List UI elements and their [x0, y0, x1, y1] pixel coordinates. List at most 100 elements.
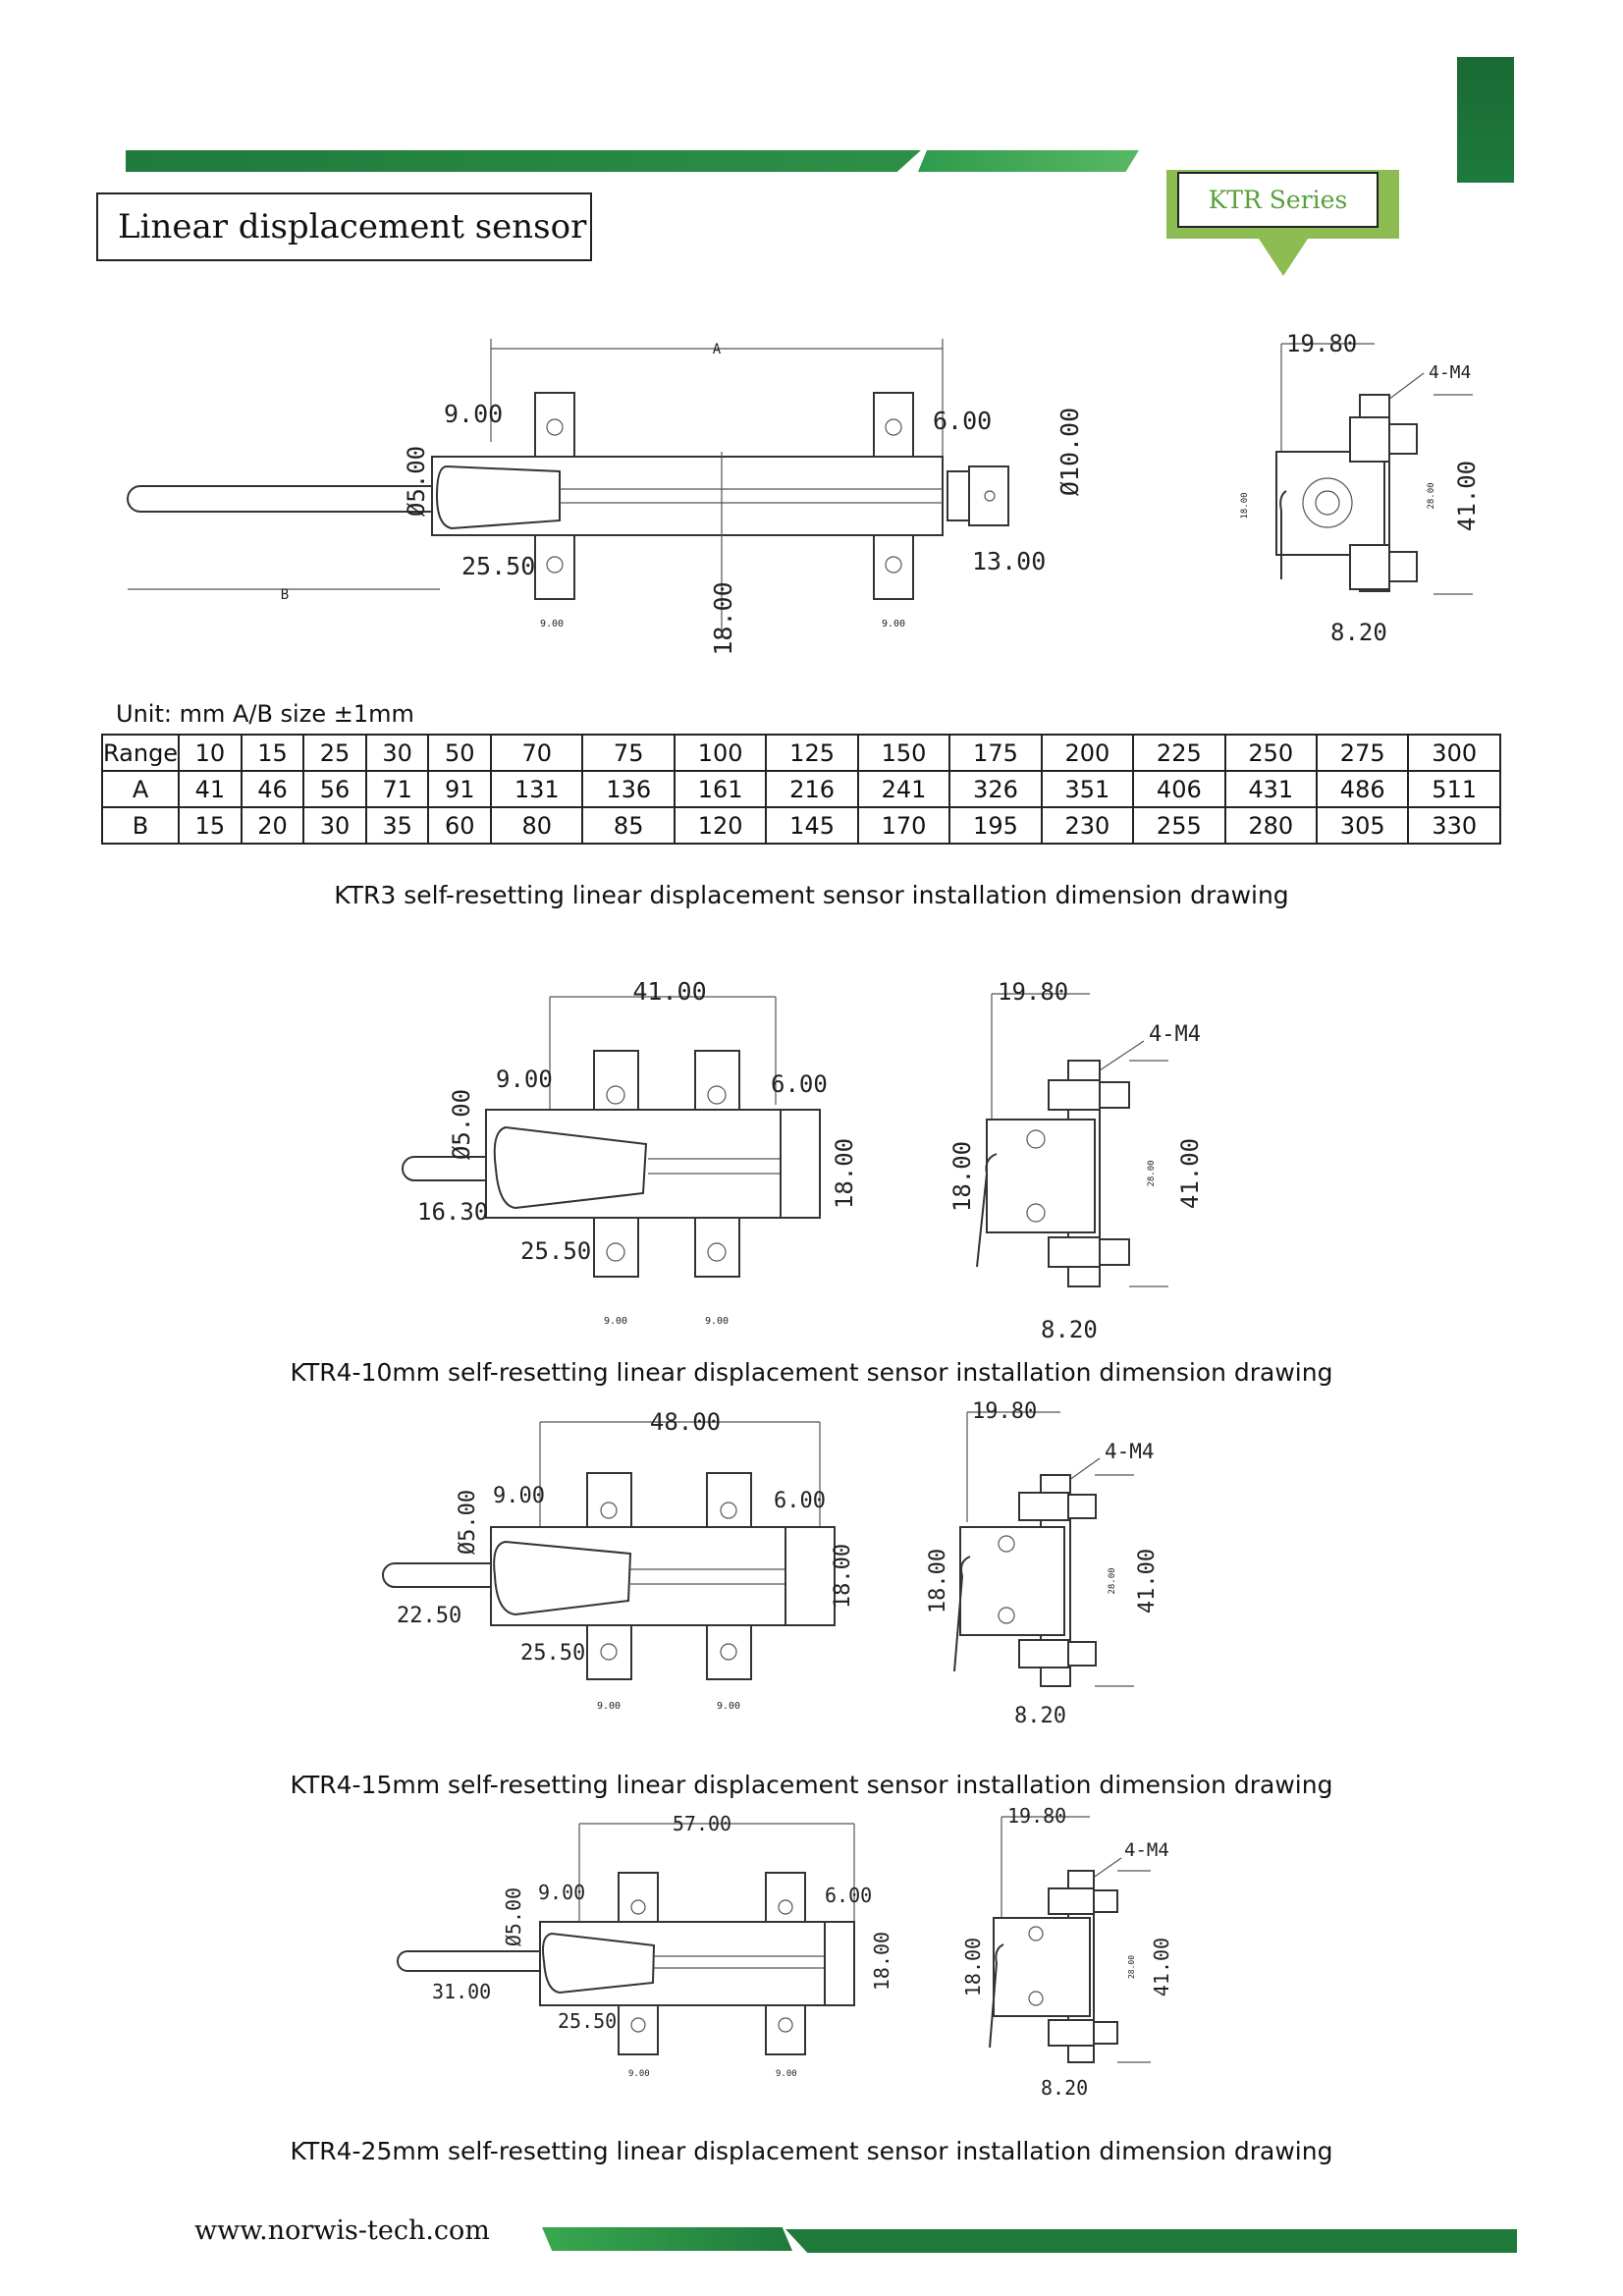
table-cell: 305	[1315, 806, 1410, 845]
table-cell: 25	[302, 734, 367, 772]
table-cell: 250	[1223, 734, 1318, 772]
table-cell: 60	[427, 806, 493, 845]
k25-dim-phi5: Ø5.00	[502, 1887, 525, 1946]
table-cell: 131	[490, 770, 584, 808]
table-cell: 120	[673, 806, 768, 845]
dim-b: B	[281, 587, 289, 603]
dim-phi10: Ø10.00	[1055, 408, 1084, 496]
ktr3-side-drawing: 19.80 4-M4 41.00 28.00 18.00 8.20	[1240, 330, 1481, 646]
caption-ktr3: KTR3 self-resetting linear displacement …	[334, 881, 1289, 909]
table-cell: 200	[1040, 734, 1135, 772]
k25-dim-6: 6.00	[825, 1884, 872, 1907]
k10-side-18: 18.00	[948, 1141, 976, 1212]
ktr4-25-front-drawing: 57.00 9.00 Ø5.00 6.00 18.00 31.00 25.50 …	[397, 1812, 893, 2079]
table-cell: 41	[178, 770, 243, 808]
table-cell: 46	[240, 770, 305, 808]
k25-side-8-2: 8.20	[1041, 2076, 1088, 2100]
dim-13: 13.00	[972, 547, 1046, 575]
side-dim-8-2: 8.20	[1330, 619, 1387, 646]
table-cell: 431	[1223, 770, 1318, 808]
table-cell: 330	[1407, 806, 1501, 845]
table-cell: 175	[948, 734, 1043, 772]
ktr4-15-side-drawing: 19.80 4-M4 41.00 28.00 18.00 8.20	[926, 1399, 1160, 1728]
k10-side-41: 41.00	[1176, 1138, 1204, 1209]
k25-dim-25-5: 25.50	[558, 2009, 617, 2033]
table-cell: 10	[178, 734, 243, 772]
side-dim-18: 18.00	[1240, 492, 1250, 519]
ktr4-25-side-drawing: 19.80 4-M4 41.00 28.00 18.00 8.20	[961, 1804, 1173, 2100]
table-row-header: Range	[100, 734, 181, 772]
k10-dim-top: 41.00	[632, 977, 706, 1006]
table-cell: 85	[581, 806, 676, 845]
series-label: KTR Series	[1208, 186, 1348, 214]
table-cell: 91	[427, 770, 493, 808]
k15-dim-top: 48.00	[650, 1408, 721, 1436]
table-cell: 100	[673, 734, 768, 772]
table-cell: 486	[1315, 770, 1410, 808]
series-label-box: KTR Series	[1177, 172, 1379, 228]
k15-side-8-2: 8.20	[1014, 1704, 1066, 1728]
table-cell: 75	[581, 734, 676, 772]
table-row-header: A	[100, 770, 181, 808]
k25-dim-9-small-a: 9.00	[628, 2069, 650, 2079]
k15-side-m4: 4-M4	[1105, 1440, 1155, 1463]
page-title: Linear displacement sensor	[118, 207, 587, 246]
footer-band-short	[542, 2227, 792, 2251]
ktr4-10-front-drawing: 41.00 9.00 Ø5.00 6.00 18.00 16.30 25.50 …	[402, 977, 858, 1327]
dim-18: 18.00	[709, 581, 737, 655]
table-cell: 80	[490, 806, 584, 845]
dim-6: 6.00	[933, 407, 992, 435]
k25-dim-9: 9.00	[538, 1881, 585, 1904]
table-cell: 351	[1040, 770, 1135, 808]
k25-dim-18: 18.00	[870, 1932, 893, 1991]
header-band-short	[918, 150, 1139, 172]
k10-dim-6: 6.00	[771, 1070, 828, 1098]
table-cell: 300	[1407, 734, 1501, 772]
table-cell: 511	[1407, 770, 1501, 808]
table-cell: 125	[765, 734, 859, 772]
k10-dim-9-small-b: 9.00	[705, 1316, 729, 1327]
k10-dim-18: 18.00	[831, 1138, 858, 1209]
corner-accent-bar	[1457, 57, 1514, 183]
table-cell: 50	[427, 734, 493, 772]
dim-9-small-a: 9.00	[540, 619, 564, 629]
table-cell: 216	[765, 770, 859, 808]
caption-ktr4-25: KTR4-25mm self-resetting linear displace…	[290, 2137, 1333, 2165]
k25-side-41: 41.00	[1150, 1938, 1173, 1996]
table-cell: 170	[856, 806, 951, 845]
unit-note: Unit: mm A/B size ±1mm	[116, 700, 414, 728]
table-cell: 275	[1315, 734, 1410, 772]
k25-side-28: 28.00	[1127, 1955, 1136, 1979]
k10-dim-25-5: 25.50	[520, 1237, 591, 1265]
k15-dim-6: 6.00	[774, 1489, 826, 1513]
k15-side-28: 28.00	[1108, 1567, 1117, 1594]
table-cell: 136	[581, 770, 676, 808]
ktr4-10-side-drawing: 19.80 4-M4 41.00 28.00 18.00 8.20	[948, 978, 1204, 1343]
k10-dim-9-small-a: 9.00	[604, 1316, 627, 1327]
caption-ktr4-10: KTR4-10mm self-resetting linear displace…	[290, 1358, 1333, 1387]
k25-side-m4: 4-M4	[1124, 1839, 1169, 1861]
k25-side-18: 18.00	[961, 1938, 985, 1996]
k10-dim-phi5: Ø5.00	[448, 1089, 475, 1160]
header-band-long	[126, 150, 921, 172]
k15-dim-9-small-b: 9.00	[717, 1701, 740, 1712]
table-cell: 241	[856, 770, 951, 808]
side-dim-m4: 4-M4	[1429, 362, 1471, 383]
k15-side-19-8: 19.80	[972, 1399, 1037, 1424]
table-cell: 145	[765, 806, 859, 845]
dim-25-5: 25.50	[461, 552, 535, 580]
table-cell: 255	[1132, 806, 1226, 845]
k15-dim-25-5: 25.50	[520, 1641, 585, 1666]
arrow-down-icon	[1259, 239, 1308, 276]
k15-side-41: 41.00	[1135, 1549, 1160, 1613]
table-cell: 195	[948, 806, 1043, 845]
footer-website: www.norwis-tech.com	[194, 2215, 490, 2246]
table-cell: 56	[302, 770, 367, 808]
k10-side-8-2: 8.20	[1041, 1316, 1098, 1343]
table-cell: 20	[240, 806, 305, 845]
k25-dim-9-small-b: 9.00	[776, 2069, 797, 2079]
table-cell: 35	[364, 806, 430, 845]
table-cell: 15	[178, 806, 243, 845]
